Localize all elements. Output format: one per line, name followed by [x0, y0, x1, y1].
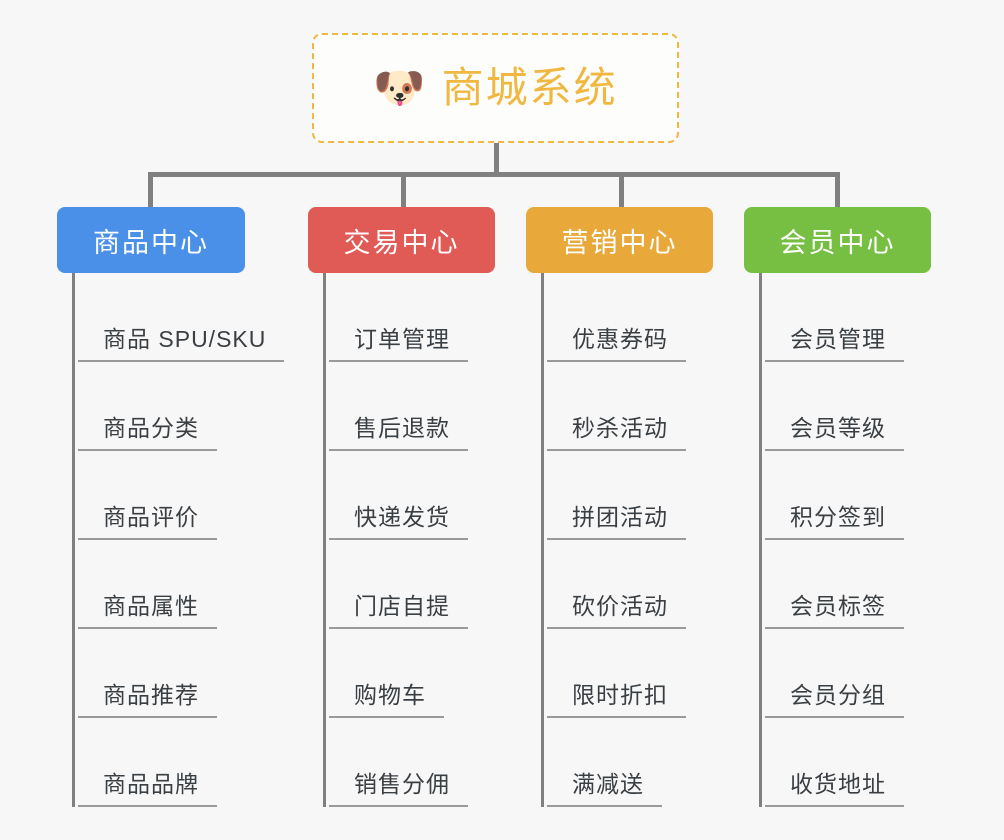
leaf-label: 销售分佣 [329, 765, 468, 807]
list-item[interactable]: 限时折扣 [544, 629, 756, 718]
leaf-label: 满减送 [547, 765, 662, 807]
list-item[interactable]: 商品 SPU/SKU [75, 273, 287, 362]
connector-drop-1 [148, 172, 153, 208]
leaf-list-marketing-center: 优惠券码 秒杀活动 拼团活动 砍价活动 限时折扣 满减送 [541, 273, 756, 807]
leaf-label: 砍价活动 [547, 587, 686, 629]
list-item[interactable]: 会员等级 [762, 362, 974, 451]
root-title: 商城系统 [441, 64, 618, 111]
leaf-label: 会员标签 [765, 587, 904, 629]
list-item[interactable]: 商品推荐 [75, 629, 287, 718]
list-item[interactable]: 积分签到 [762, 451, 974, 540]
leaf-label: 会员分组 [765, 676, 904, 718]
leaf-label: 门店自提 [329, 587, 468, 629]
list-item[interactable]: 快递发货 [326, 451, 538, 540]
list-item[interactable]: 商品属性 [75, 540, 287, 629]
list-item[interactable]: 会员管理 [762, 273, 974, 362]
branch-member-center: 会员中心 会员管理 会员等级 积分签到 会员标签 会员分组 收货地址 [744, 207, 974, 807]
leaf-label: 限时折扣 [547, 676, 686, 718]
leaf-label: 会员管理 [765, 320, 904, 362]
list-item[interactable]: 拼团活动 [544, 451, 756, 540]
leaf-label: 商品品牌 [78, 765, 217, 807]
leaf-label: 商品属性 [78, 587, 217, 629]
category-header-marketing-center[interactable]: 营销中心 [526, 207, 713, 273]
leaf-label: 商品 SPU/SKU [78, 320, 285, 362]
category-header-member-center[interactable]: 会员中心 [744, 207, 931, 273]
list-item[interactable]: 门店自提 [326, 540, 538, 629]
list-item[interactable]: 会员标签 [762, 540, 974, 629]
leaf-label: 收货地址 [765, 765, 904, 807]
leaf-label: 会员等级 [765, 409, 904, 451]
list-item[interactable]: 商品品牌 [75, 718, 287, 807]
list-item[interactable]: 收货地址 [762, 718, 974, 807]
leaf-label: 积分签到 [765, 498, 904, 540]
list-item[interactable]: 购物车 [326, 629, 538, 718]
branch-product-center: 商品中心 商品 SPU/SKU 商品分类 商品评价 商品属性 商品推荐 商品品牌 [57, 207, 287, 807]
list-item[interactable]: 会员分组 [762, 629, 974, 718]
connector-drop-4 [835, 172, 840, 208]
leaf-list-member-center: 会员管理 会员等级 积分签到 会员标签 会员分组 收货地址 [759, 273, 974, 807]
list-item[interactable]: 满减送 [544, 718, 756, 807]
list-item[interactable]: 优惠券码 [544, 273, 756, 362]
leaf-list-trade-center: 订单管理 售后退款 快递发货 门店自提 购物车 销售分佣 [323, 273, 538, 807]
leaf-label: 售后退款 [329, 409, 468, 451]
root-node[interactable]: 🐶 商城系统 [312, 33, 679, 143]
leaf-label: 快递发货 [329, 498, 468, 540]
leaf-label: 订单管理 [329, 320, 468, 362]
list-item[interactable]: 秒杀活动 [544, 362, 756, 451]
list-item[interactable]: 订单管理 [326, 273, 538, 362]
category-header-product-center[interactable]: 商品中心 [57, 207, 245, 273]
branch-marketing-center: 营销中心 优惠券码 秒杀活动 拼团活动 砍价活动 限时折扣 满减送 [526, 207, 756, 807]
category-header-trade-center[interactable]: 交易中心 [308, 207, 495, 273]
list-item[interactable]: 商品分类 [75, 362, 287, 451]
branch-trade-center: 交易中心 订单管理 售后退款 快递发货 门店自提 购物车 销售分佣 [308, 207, 538, 807]
leaf-label: 秒杀活动 [547, 409, 686, 451]
leaf-label: 优惠券码 [547, 320, 686, 362]
leaf-label: 商品评价 [78, 498, 217, 540]
leaf-label: 商品推荐 [78, 676, 217, 718]
leaf-label: 购物车 [329, 676, 444, 718]
list-item[interactable]: 砍价活动 [544, 540, 756, 629]
connector-root-stem [494, 143, 499, 175]
leaf-label: 商品分类 [78, 409, 217, 451]
leaf-label: 拼团活动 [547, 498, 686, 540]
connector-horizontal-bus [148, 172, 838, 177]
connector-drop-2 [401, 172, 406, 208]
list-item[interactable]: 售后退款 [326, 362, 538, 451]
list-item[interactable]: 商品评价 [75, 451, 287, 540]
connector-drop-3 [619, 172, 624, 208]
dog-face-icon: 🐶 [373, 64, 426, 111]
list-item[interactable]: 销售分佣 [326, 718, 538, 807]
leaf-list-product-center: 商品 SPU/SKU 商品分类 商品评价 商品属性 商品推荐 商品品牌 [72, 273, 287, 807]
